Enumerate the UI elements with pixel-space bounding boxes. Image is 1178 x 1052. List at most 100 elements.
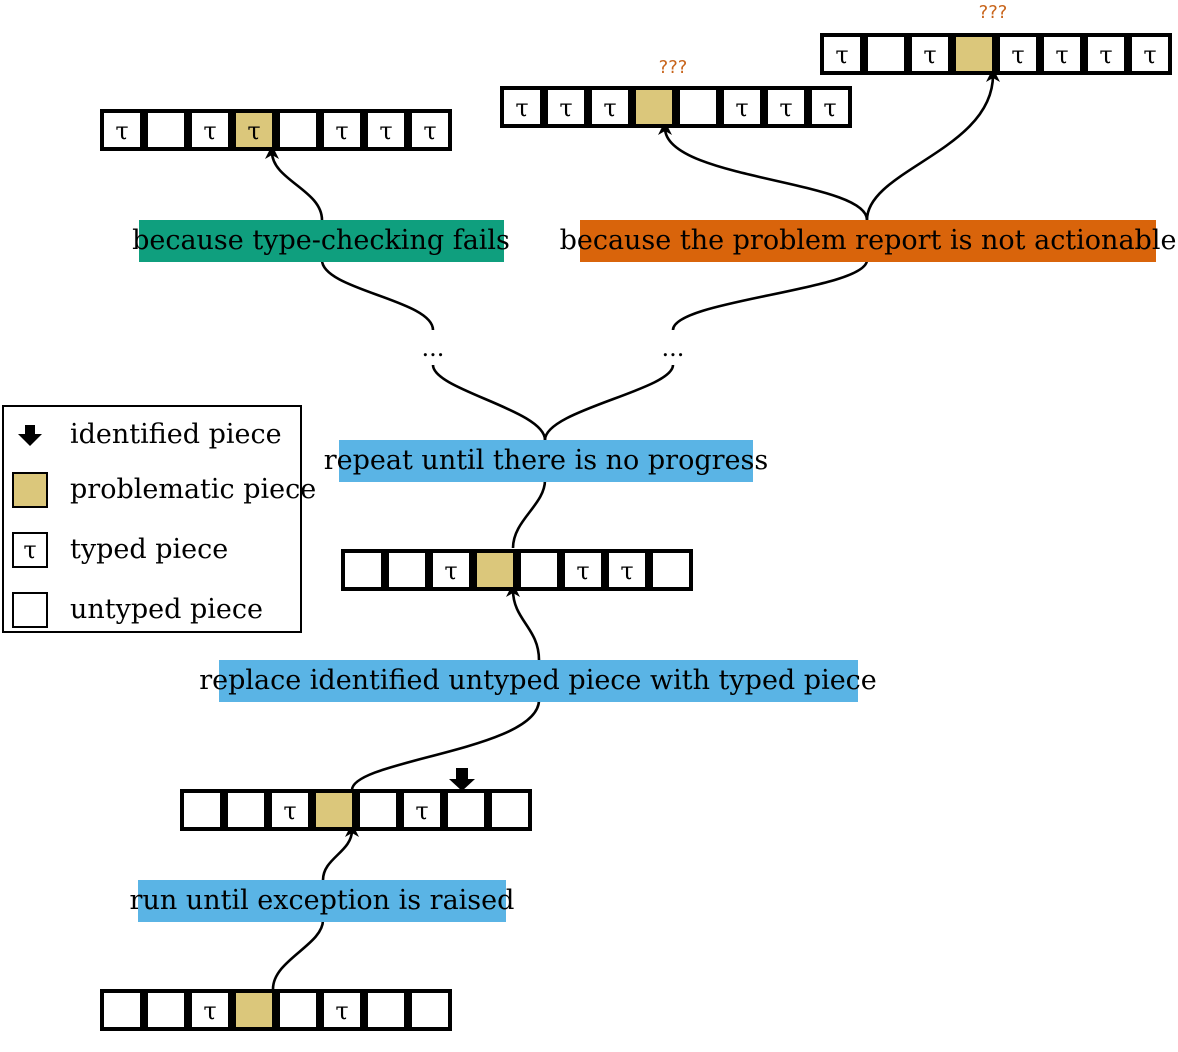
typed-piece: [404, 793, 440, 827]
typed-piece: [192, 993, 228, 1027]
label-replace: replace identified untyped piece with ty…: [199, 665, 877, 696]
label-boxes: run until exception is raised replace id…: [130, 220, 1177, 922]
down-arrow-icon: [18, 425, 42, 446]
label-typecheck-bg: [139, 220, 504, 262]
problematic-piece: [636, 90, 672, 124]
typed-symbol: τ: [379, 117, 392, 145]
typed-piece: [324, 993, 360, 1027]
problematic-piece: [236, 113, 272, 147]
typed-symbol: τ: [444, 557, 457, 585]
typed-piece: [412, 113, 448, 147]
typed-piece: [565, 553, 601, 587]
typed-symbol: τ: [247, 117, 260, 145]
typed-piece: [1132, 37, 1168, 71]
problematic-piece: [956, 37, 992, 71]
untyped-piece: [680, 90, 716, 124]
typed-symbol: τ: [779, 94, 792, 122]
typed-piece: [368, 113, 404, 147]
typed-piece: [724, 90, 760, 124]
unknown-marker-b: ???: [979, 2, 1008, 23]
untyped-piece: [184, 793, 220, 827]
typed-symbol: τ: [115, 117, 128, 145]
label-not-actionable-bg: [580, 220, 1156, 262]
typed-piece: [548, 90, 584, 124]
typed-piece: [609, 553, 645, 587]
typed-symbol: τ: [283, 797, 296, 825]
typed-symbol: τ: [203, 117, 216, 145]
legend-row-typed: τ typed piece: [4, 530, 300, 570]
typed-symbol: τ: [835, 41, 848, 69]
problematic-piece: [316, 793, 352, 827]
typed-symbol: τ: [620, 557, 633, 585]
label-replace-bg: [219, 660, 858, 702]
problematic-piece: [236, 993, 272, 1027]
label-repeat-bg: [339, 440, 753, 482]
typed-symbol: τ: [415, 797, 428, 825]
typed-symbol: τ: [423, 117, 436, 145]
arrow-actionable-to-state-a: [658, 121, 869, 221]
typed-piece: [824, 37, 860, 71]
untyped-piece: [228, 793, 264, 827]
identified-piece-marker-icon: [449, 768, 475, 791]
arrow-typecheck-to-state: [265, 145, 324, 221]
typed-symbol: τ: [203, 997, 216, 1025]
curve-left-ellipsis-to-typecheck: [320, 259, 435, 331]
legend-label-problematic: problematic piece: [70, 474, 317, 505]
legend-label-identified: identified piece: [70, 419, 282, 450]
unknown-marker-a: ???: [659, 57, 688, 78]
untyped-piece: [448, 793, 484, 827]
untyped-piece: [345, 553, 381, 587]
typed-symbol: τ: [1143, 41, 1156, 69]
label-run: run until exception is raised: [130, 885, 515, 916]
typed-piece: [912, 37, 948, 71]
typed-piece: [812, 90, 848, 124]
curve-state-to-replace: [350, 699, 541, 791]
legend-label-typed: typed piece: [70, 534, 229, 565]
label-repeat: repeat until there is no progress: [324, 445, 768, 476]
legend-row-problematic: problematic piece: [4, 470, 316, 510]
typed-piece: [768, 90, 804, 124]
typed-symbol: τ: [735, 94, 748, 122]
typed-symbol: τ: [515, 94, 528, 122]
label-run-bg: [138, 880, 506, 922]
connectors: [265, 68, 1000, 990]
legend-row-untyped: untyped piece: [4, 590, 300, 630]
typed-symbol: τ: [335, 117, 348, 145]
legend-label-untyped: untyped piece: [70, 594, 264, 625]
typed-piece: [104, 113, 140, 147]
untyped-piece: [104, 993, 140, 1027]
untyped-piece: [360, 793, 396, 827]
typed-piece: [1000, 37, 1036, 71]
arrow-initial-to-run: [271, 919, 325, 990]
untyped-piece: [868, 37, 904, 71]
typed-symbol: τ: [559, 94, 572, 122]
typed-piece: [433, 553, 469, 587]
typed-piece: [324, 113, 360, 147]
typed-piece-swatch: τ: [12, 532, 48, 568]
problematic-piece: [477, 553, 513, 587]
untyped-piece: [653, 553, 689, 587]
typed-symbol: τ: [1011, 41, 1024, 69]
untyped-piece: [280, 113, 316, 147]
arrow-replace-to-state: [506, 583, 541, 661]
label-typecheck: because type-checking fails: [132, 225, 510, 256]
curve-repeat-to-left-ellipsis: [431, 364, 547, 441]
curve-right-ellipsis-to-actionable: [671, 259, 869, 331]
typed-piece: [1088, 37, 1124, 71]
curve-repeat-to-right-ellipsis: [543, 364, 675, 441]
typed-piece: [272, 793, 308, 827]
label-not-actionable: because the problem report is not action…: [560, 225, 1177, 256]
untyped-piece: [389, 553, 425, 587]
typed-symbol: τ: [1055, 41, 1068, 69]
arrow-actionable-to-state-b: [865, 68, 1000, 221]
ellipsis-left: ...: [422, 334, 445, 362]
typed-symbol: τ: [1099, 41, 1112, 69]
ellipsis-right: ...: [662, 334, 685, 362]
typed-symbol: τ: [335, 997, 348, 1025]
